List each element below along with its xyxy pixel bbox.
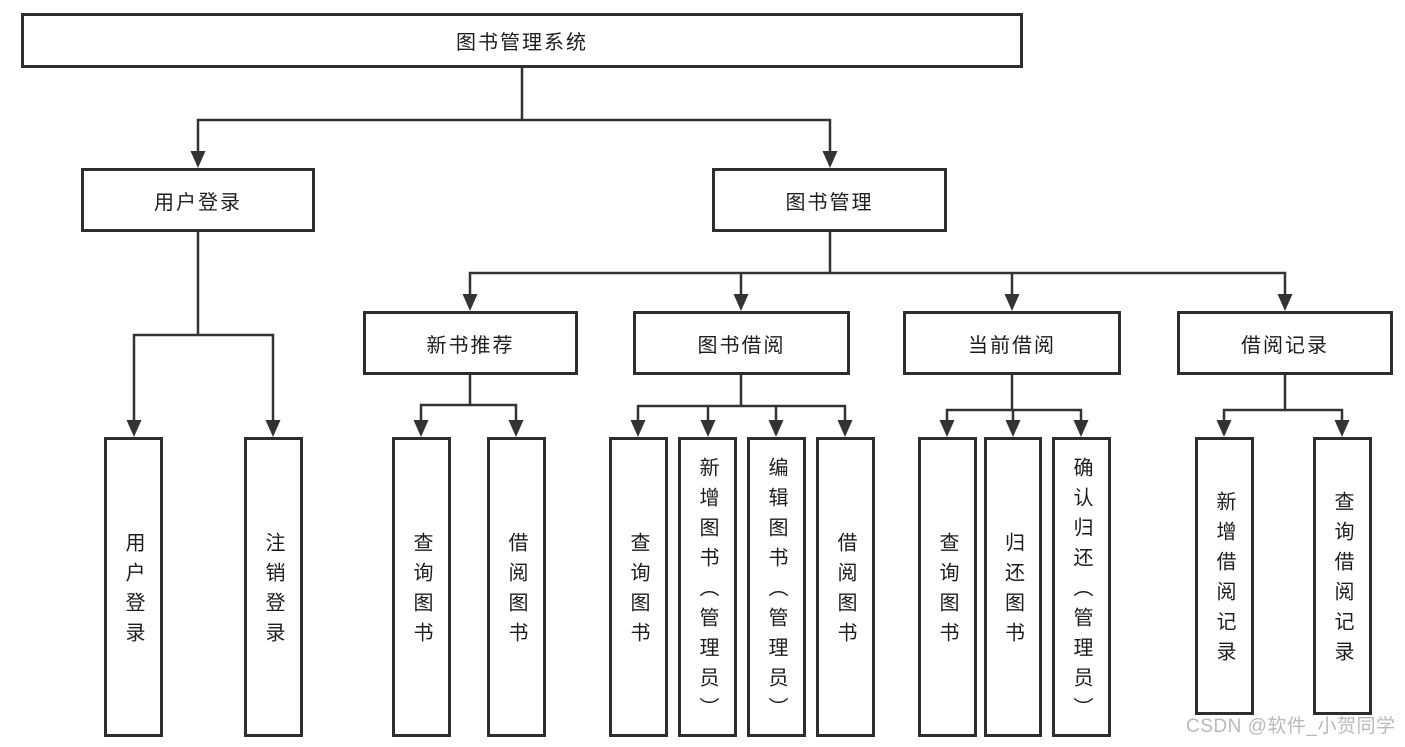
node-borrowing-records: 借阅记录 [1177,311,1393,375]
leaf-add-borrow-record-label: 新增借阅记录 [1213,491,1235,671]
leaf-query-books-rec: 查询图书 [392,437,451,737]
leaf-confirm-return-admin-label: 确认归还（管理员） [1070,457,1092,727]
leaf-query-books-rec-label: 查询图书 [410,532,432,652]
node-user-login: 用户登录 [81,168,315,232]
node-user-login-label: 用户登录 [154,191,242,214]
connector-current-borrow-children [939,375,1089,437]
leaf-logout-label: 注销登录 [262,532,284,652]
leaf-add-borrow-record: 新增借阅记录 [1195,437,1254,715]
leaf-query-borrow-record-label: 查询借阅记录 [1331,491,1353,671]
leaf-query-books-current: 查询图书 [918,437,977,737]
node-book-borrowing: 图书借阅 [633,311,850,375]
connector-root-to-level1 [190,68,838,168]
leaf-user-login-label: 用户登录 [122,532,144,652]
leaf-query-borrow-record: 查询借阅记录 [1313,437,1372,715]
leaf-query-books-borrow: 查询图书 [609,437,668,737]
node-current-borrowing: 当前借阅 [903,311,1121,375]
connector-user-login-children [126,232,281,437]
node-library-system-label: 图书管理系统 [456,32,588,54]
leaf-edit-book-admin: 编辑图书（管理员） [747,437,806,737]
leaf-borrow-books-label: 借阅图书 [834,532,856,652]
node-current-borrowing-label: 当前借阅 [968,334,1056,357]
leaf-borrow-books-rec: 借阅图书 [487,437,546,737]
leaf-user-login: 用户登录 [104,437,163,737]
node-borrowing-records-label: 借阅记录 [1241,334,1329,357]
leaf-add-book-admin-label: 新增图书（管理员） [696,457,718,727]
leaf-logout: 注销登录 [244,437,303,737]
leaf-confirm-return-admin: 确认归还（管理员） [1052,437,1111,737]
leaf-return-book-label: 归还图书 [1001,532,1024,652]
leaf-return-book: 归还图书 [984,437,1042,737]
node-new-book-recommend: 新书推荐 [363,311,578,375]
connector-borrow-records-children [1216,375,1350,437]
node-book-borrowing-label: 图书借阅 [697,334,786,357]
csdn-watermark: CSDN @软件_小贺同学 [1186,716,1396,737]
connector-book-borrow-children [630,375,853,437]
connector-new-book-rec-children [413,375,524,437]
leaf-borrow-books: 借阅图书 [816,437,875,737]
node-book-management-label: 图书管理 [785,191,874,214]
leaf-query-books-borrow-label: 查询图书 [627,532,649,652]
leaf-query-books-current-label: 查询图书 [936,532,958,652]
node-library-system: 图书管理系统 [21,13,1023,68]
connector-book-mgmt-to-level2 [462,232,1293,311]
node-book-management: 图书管理 [712,168,947,232]
node-new-book-recommend-label: 新书推荐 [426,334,515,357]
leaf-add-book-admin: 新增图书（管理员） [678,437,737,737]
leaf-edit-book-admin-label: 编辑图书（管理员） [765,457,787,727]
leaf-borrow-books-rec-label: 借阅图书 [505,532,527,652]
